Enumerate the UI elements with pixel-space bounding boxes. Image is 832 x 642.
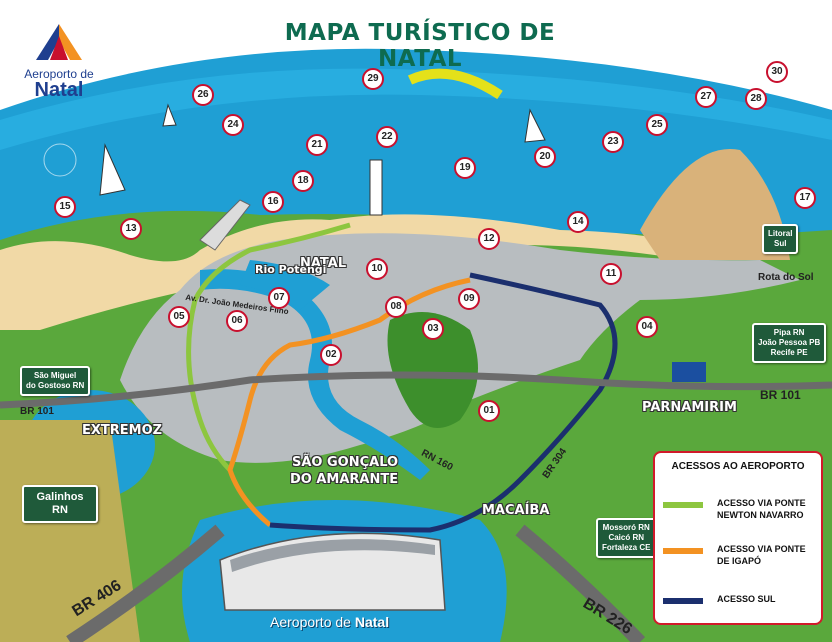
pin-04[interactable]: 04 (636, 316, 658, 338)
road-br101-left: BR 101 (20, 406, 54, 417)
river-mouth (240, 260, 330, 310)
pin-07[interactable]: 07 (268, 287, 290, 309)
pin-30[interactable]: 30 (766, 61, 788, 83)
place-rio-potengi: Rio Potengi (255, 263, 327, 276)
pin-09[interactable]: 09 (458, 288, 480, 310)
map-title: MAPA TURÍSTICO DE NATAL (284, 20, 556, 72)
pin-15[interactable]: 15 (54, 196, 76, 218)
pin-20[interactable]: 20 (534, 146, 556, 168)
sign-mossoro: Mossoró RN Caicó RN Fortaleza CE (596, 518, 657, 558)
legend-swatch-green (663, 502, 703, 508)
pin-27[interactable]: 27 (695, 86, 717, 108)
pin-14[interactable]: 14 (567, 211, 589, 233)
pin-24[interactable]: 24 (222, 114, 244, 136)
pin-18[interactable]: 18 (292, 170, 314, 192)
rn-flag-icon (672, 362, 706, 382)
pin-13[interactable]: 13 (120, 218, 142, 240)
legend: ACESSOS AO AEROPORTO ACESSO VIA PONTE NE… (653, 451, 823, 625)
airport-roof (230, 539, 435, 572)
legend-label-newton-navarro: ACESSO VIA PONTE NEWTON NAVARRO (717, 498, 806, 520)
pin-28[interactable]: 28 (745, 88, 767, 110)
airport-label: Aeroporto de Natal (270, 614, 389, 630)
lighthouse-icon (369, 159, 383, 216)
pin-25[interactable]: 25 (646, 114, 668, 136)
sailboat-right (524, 108, 546, 143)
road-rota-do-sol: Rota do Sol (758, 272, 814, 283)
place-macaiba: MACAÍBA (482, 503, 550, 518)
route-sul (269, 272, 618, 533)
pin-03[interactable]: 03 (422, 318, 444, 340)
reeds (0, 420, 140, 642)
route-newton-navarro (186, 222, 351, 472)
place-sao-goncalo-line1: SÃO GONÇALO (292, 455, 399, 470)
place-sao-goncalo-line2: DO AMARANTE (290, 472, 399, 487)
airport-logo-line2: Natal (34, 79, 84, 101)
highway-br406 (66, 524, 225, 642)
pin-01[interactable]: 01 (478, 400, 500, 422)
airport-label-name: Natal (354, 614, 390, 630)
paraglider-icon (407, 68, 503, 100)
airport-label-prefix: Aeroporto de (270, 614, 351, 630)
pin-26[interactable]: 26 (192, 84, 214, 106)
pin-19[interactable]: 19 (454, 157, 476, 179)
bridge-newton-navarro (199, 199, 251, 251)
pin-29[interactable]: 29 (362, 68, 384, 90)
dune-hill (640, 149, 790, 260)
place-natal: NATAL (300, 256, 347, 271)
dunes-park (387, 312, 478, 428)
pin-21[interactable]: 21 (306, 134, 328, 156)
pin-16[interactable]: 16 (262, 191, 284, 213)
legend-swatch-orange (663, 548, 703, 554)
airport-logo-line1: Aeroporto de (24, 67, 94, 81)
pin-05[interactable]: 05 (168, 306, 190, 328)
sign-galinhos: Galinhos RN (22, 485, 98, 523)
sailboat-left (99, 143, 126, 196)
legend-title: ACESSOS AO AEROPORTO (671, 461, 805, 472)
airport-logo: Aeroporto de Natal (14, 22, 104, 102)
legend-swatch-navy (663, 598, 703, 604)
pin-08[interactable]: 08 (385, 296, 407, 318)
highway-br226 (515, 524, 646, 642)
compass-rose-icon (43, 143, 77, 177)
pin-23[interactable]: 23 (602, 131, 624, 153)
beach (0, 214, 720, 330)
sign-sao-miguel: São Miguel do Gostoso RN (20, 366, 91, 396)
pin-17[interactable]: 17 (794, 187, 816, 209)
pin-02[interactable]: 02 (320, 344, 342, 366)
sign-litoral-sul: Litoral Sul (762, 224, 799, 254)
pin-12[interactable]: 12 (478, 228, 500, 250)
sailboat-small (162, 103, 177, 127)
legend-label-sul: ACESSO SUL (717, 594, 776, 604)
airport-logo-icon (36, 24, 82, 60)
place-parnamirim: PARNAMIRIM (642, 400, 737, 415)
sign-pipa: Pipa RN João Pessoa PB Recife PE (752, 323, 827, 363)
legend-label-igapo: ACESSO VIA PONTE DE IGAPÓ (717, 544, 806, 566)
pin-11[interactable]: 11 (600, 263, 622, 285)
pin-06[interactable]: 06 (226, 310, 248, 332)
pin-22[interactable]: 22 (376, 126, 398, 148)
pin-10[interactable]: 10 (366, 258, 388, 280)
road-br101-right: BR 101 (760, 388, 801, 402)
place-extremoz: EXTREMOZ (82, 423, 163, 438)
highway-br101 (0, 371, 832, 409)
